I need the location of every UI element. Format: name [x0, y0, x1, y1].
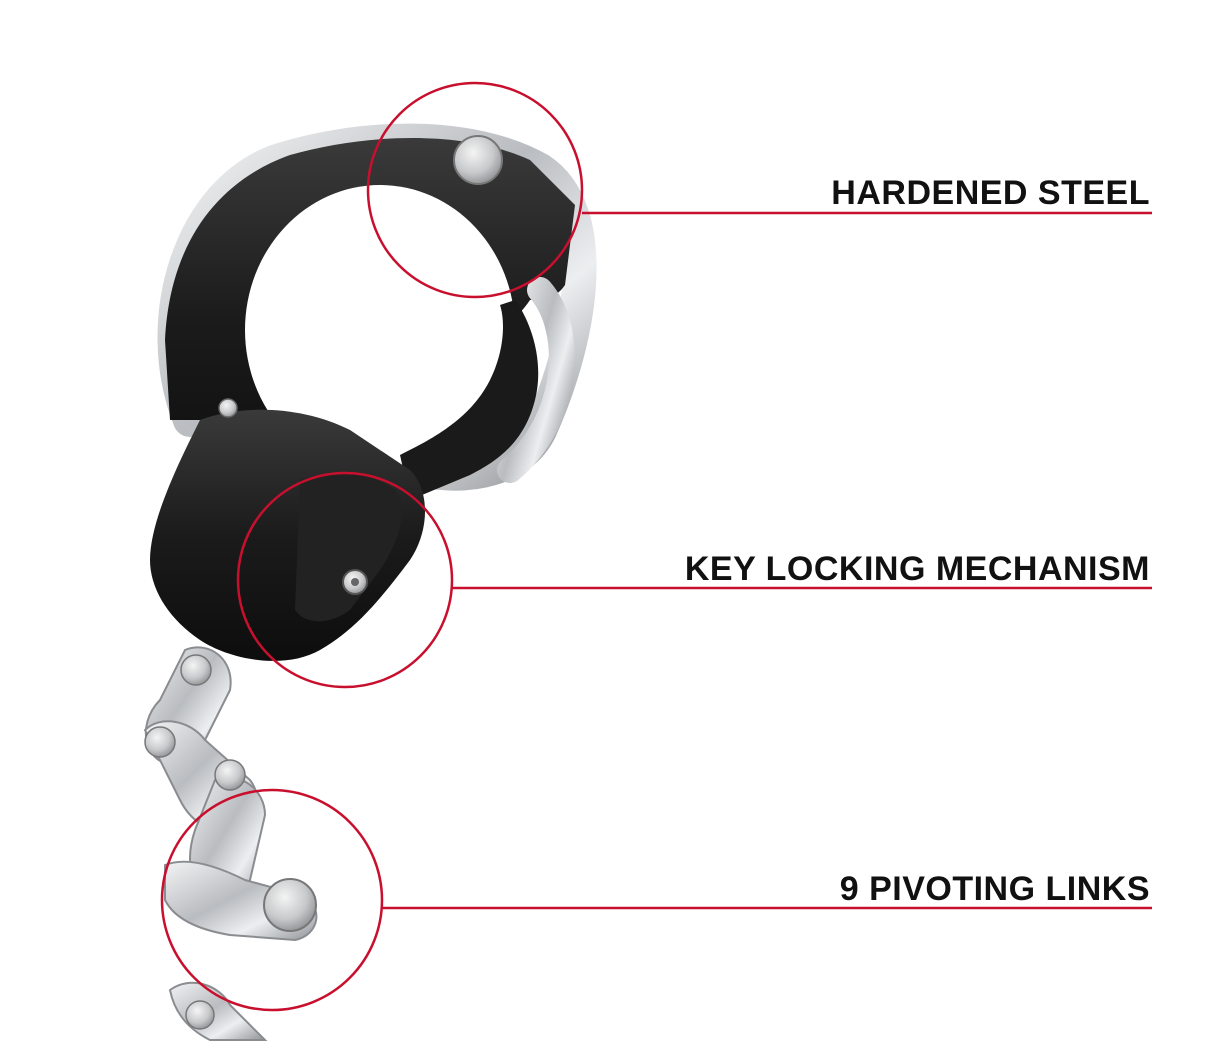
- cuff-lock-arm: [295, 473, 403, 622]
- label-pivoting-links: 9 PIVOTING LINKS: [839, 870, 1150, 908]
- chain-pin-4: [263, 878, 317, 932]
- handcuff-illustration: [150, 123, 597, 661]
- keyhole-center: [351, 578, 359, 586]
- chain-pin-2: [144, 726, 176, 758]
- cuff-inner-hole: [245, 185, 515, 475]
- magnifier-circle-links: [160, 788, 384, 1012]
- hinge-pin-top: [453, 135, 503, 185]
- chain-pin-1: [180, 654, 212, 686]
- chain-link-illustration: [143, 646, 318, 1041]
- chain-link-5: [168, 981, 268, 1041]
- cuff-right-jaw: [400, 300, 539, 500]
- chain-pin-5: [185, 1000, 215, 1030]
- chain-pin-3: [214, 759, 246, 791]
- callout-key-locking: [236, 471, 1152, 689]
- magnifier-circle-lock: [236, 471, 454, 689]
- label-key-locking-mechanism: KEY LOCKING MECHANISM: [684, 550, 1150, 588]
- cuff-steel-arc: [497, 277, 575, 483]
- label-hardened-steel: HARDENED STEEL: [831, 174, 1150, 212]
- callout-pivoting-links: [160, 788, 1152, 1012]
- callout-hardened-steel: [366, 81, 1152, 299]
- magnifier-circle-steel: [366, 81, 584, 299]
- hinge-pin-left: [218, 398, 238, 418]
